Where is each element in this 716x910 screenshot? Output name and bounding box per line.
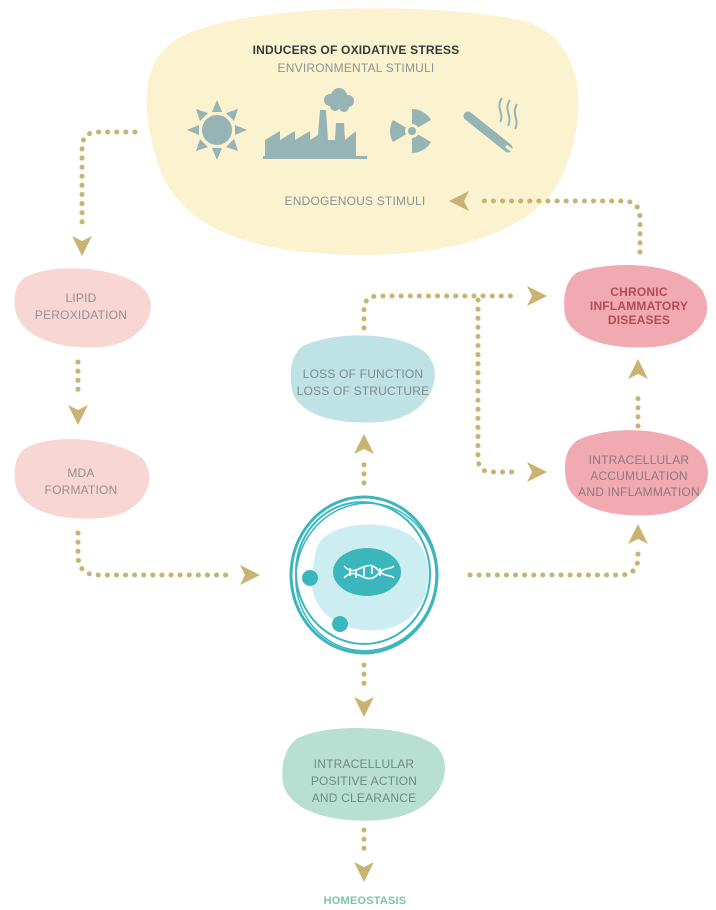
- connector-branch-to-accum: [475, 297, 521, 475]
- loss-of-function-label: LOSS OF FUNCTION LOSS OF STRUCTURE: [293, 366, 433, 400]
- factory-icon: [263, 88, 367, 159]
- mda-line-1: MDA: [67, 466, 95, 480]
- cell-illustration: [289, 495, 439, 655]
- accum-line-2: ACCUMULATION: [590, 469, 688, 483]
- chronic-line-2: INFLAMMATORY: [589, 299, 689, 313]
- mda-formation-node: [14, 439, 150, 519]
- radiation-icon: [390, 109, 432, 153]
- accum-line-1: INTRACELLULAR: [588, 453, 690, 467]
- dna-icon: [343, 564, 395, 580]
- lipid-peroxidation-label: LIPID PEROXIDATION: [16, 290, 146, 324]
- flow-connectors: [75, 129, 643, 858]
- loss-line-2: LOSS OF STRUCTURE: [296, 384, 430, 398]
- chronic-line-1: CHRONIC: [610, 285, 668, 299]
- inducers-title: INDUCERS OF OXIDATIVE STRESS: [252, 43, 460, 57]
- lipid-peroxidation-node: [14, 268, 151, 348]
- loss-of-function-node: [290, 335, 435, 423]
- chronic-line-3: DISEASES: [607, 313, 671, 327]
- pos-line-1: INTRACELLULAR: [313, 757, 415, 771]
- sun-icon: [187, 100, 247, 160]
- accum-line-3: AND INFLAMMATION: [578, 485, 700, 499]
- environmental-stimuli-label: ENVIRONMENTAL STIMULI: [277, 61, 435, 75]
- mda-line-2: FORMATION: [44, 483, 118, 497]
- pos-line-3: AND CLEARANCE: [311, 791, 417, 805]
- lipid-line-2: PEROXIDATION: [34, 308, 128, 322]
- endogenous-stimuli-label: ENDOGENOUS STIMULI: [284, 194, 426, 208]
- loss-line-1: LOSS OF FUNCTION: [302, 367, 424, 381]
- positive-action-label: INTRACELLULAR POSITIVE ACTION AND CLEARA…: [284, 756, 444, 807]
- connector-cell-to-accum: [467, 547, 641, 578]
- positive-action-node: [282, 727, 445, 821]
- accumulation-label: INTRACELLULAR ACCUMULATION AND INFLAMMAT…: [565, 452, 713, 500]
- chronic-diseases-node: [564, 265, 708, 348]
- inducers-cloud: [146, 8, 579, 256]
- chronic-diseases-label: CHRONIC INFLAMMATORY DISEASES: [565, 285, 713, 327]
- lipid-line-1: LIPID: [65, 291, 97, 305]
- connector-chronic-to-endogenous: [477, 198, 643, 255]
- connector-loss-to-chronic: [361, 293, 521, 331]
- homeostasis-label: HOMEOSTASIS: [323, 895, 407, 907]
- cigarette-icon: [463, 97, 518, 154]
- accumulation-node: [565, 430, 708, 516]
- connector-mda-to-cell: [75, 530, 235, 578]
- connector-cloud-to-lipid: [79, 129, 138, 231]
- pos-line-2: POSITIVE ACTION: [310, 774, 418, 788]
- mda-formation-label: MDA FORMATION: [16, 465, 146, 499]
